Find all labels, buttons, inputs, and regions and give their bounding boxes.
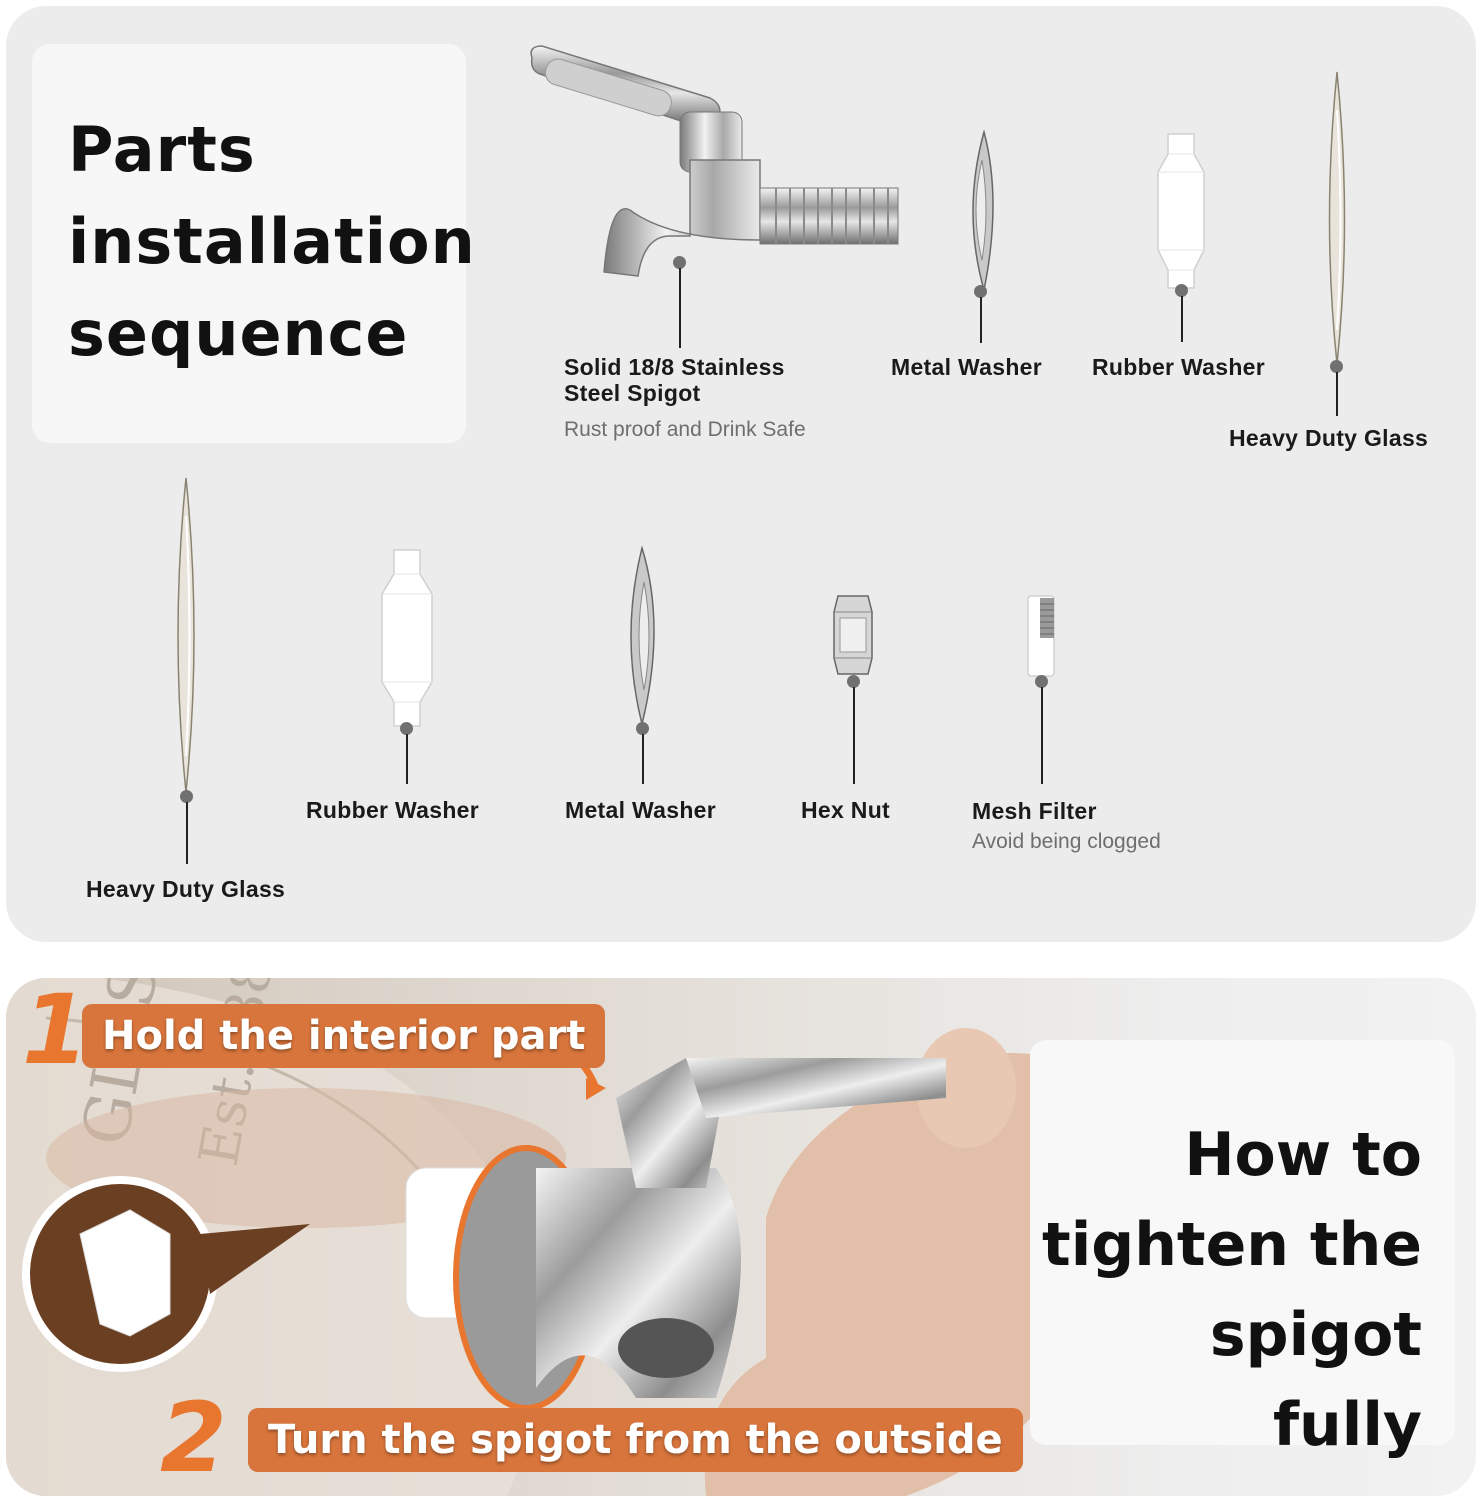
rubber-washer-illustration-2 bbox=[381, 549, 433, 727]
glass-marker-dot-1 bbox=[1330, 360, 1343, 373]
glass-leader-line-2 bbox=[186, 802, 188, 864]
glass-leader-line-1 bbox=[1336, 372, 1338, 416]
rubber-washer-illustration bbox=[1157, 133, 1205, 289]
spigot-leader-line bbox=[679, 268, 681, 348]
mesh-filter-marker-dot bbox=[1035, 675, 1048, 688]
step-2-label: Turn the spigot from the outside bbox=[248, 1408, 1023, 1472]
metal-washer-leader-line-1 bbox=[980, 297, 982, 343]
metal-washer-leader-line-2 bbox=[642, 734, 644, 784]
metal-washer-illustration bbox=[972, 130, 994, 291]
spigot-label: Solid 18/8 Stainless Steel Spigot bbox=[564, 354, 785, 406]
step-2-number: 2 bbox=[160, 1382, 227, 1494]
mesh-filter-leader-line bbox=[1041, 687, 1043, 784]
metal-washer-label-2: Metal Washer bbox=[565, 797, 717, 823]
spigot-photo bbox=[405, 1048, 946, 1411]
parts-title: Parts installation sequence bbox=[68, 113, 476, 370]
rubber-washer-leader-line-1 bbox=[1181, 296, 1183, 342]
rubber-washer-leader-line-2 bbox=[406, 734, 408, 784]
spigot-illustration bbox=[530, 45, 899, 277]
metal-washer-marker-dot-2 bbox=[636, 722, 649, 735]
rubber-washer-marker-dot-2 bbox=[400, 722, 413, 735]
mesh-filter-label: Mesh Filter bbox=[972, 798, 1097, 824]
metal-washer-illustration-2 bbox=[630, 546, 655, 725]
glass-marker-dot-2 bbox=[180, 790, 193, 803]
mesh-filter-sublabel: Avoid being clogged bbox=[972, 830, 1161, 853]
rubber-washer-marker-dot-1 bbox=[1175, 284, 1188, 297]
rubber-washer-label-2: Rubber Washer bbox=[306, 797, 480, 823]
glass-label-2: Heavy Duty Glass bbox=[86, 876, 286, 902]
metal-washer-label-1: Metal Washer bbox=[891, 354, 1043, 380]
hex-nut-leader-line bbox=[853, 687, 855, 784]
mesh-filter-illustration bbox=[1027, 595, 1055, 677]
howto-title: How to tighten the spigot fully bbox=[1042, 1120, 1422, 1460]
rubber-washer-label-1: Rubber Washer bbox=[1092, 354, 1266, 380]
hex-nut-illustration bbox=[833, 595, 873, 675]
hex-nut-label: Hex Nut bbox=[801, 797, 891, 823]
metal-washer-marker-dot-1 bbox=[974, 285, 987, 298]
glass-illustration-1 bbox=[1328, 71, 1346, 365]
hex-nut-marker-dot bbox=[847, 675, 860, 688]
spigot-sublabel: Rust proof and Drink Safe bbox=[564, 418, 806, 441]
step-1-label: Hold the interior part bbox=[82, 1004, 606, 1068]
title-card bbox=[32, 44, 466, 443]
glass-label-1: Heavy Duty Glass bbox=[1229, 425, 1429, 451]
spigot-marker-dot bbox=[673, 256, 686, 269]
callout-bubble bbox=[22, 1176, 310, 1372]
howto-card bbox=[1030, 1040, 1455, 1445]
step-1-number: 1 bbox=[22, 974, 89, 1086]
glass-illustration-2 bbox=[177, 477, 195, 793]
